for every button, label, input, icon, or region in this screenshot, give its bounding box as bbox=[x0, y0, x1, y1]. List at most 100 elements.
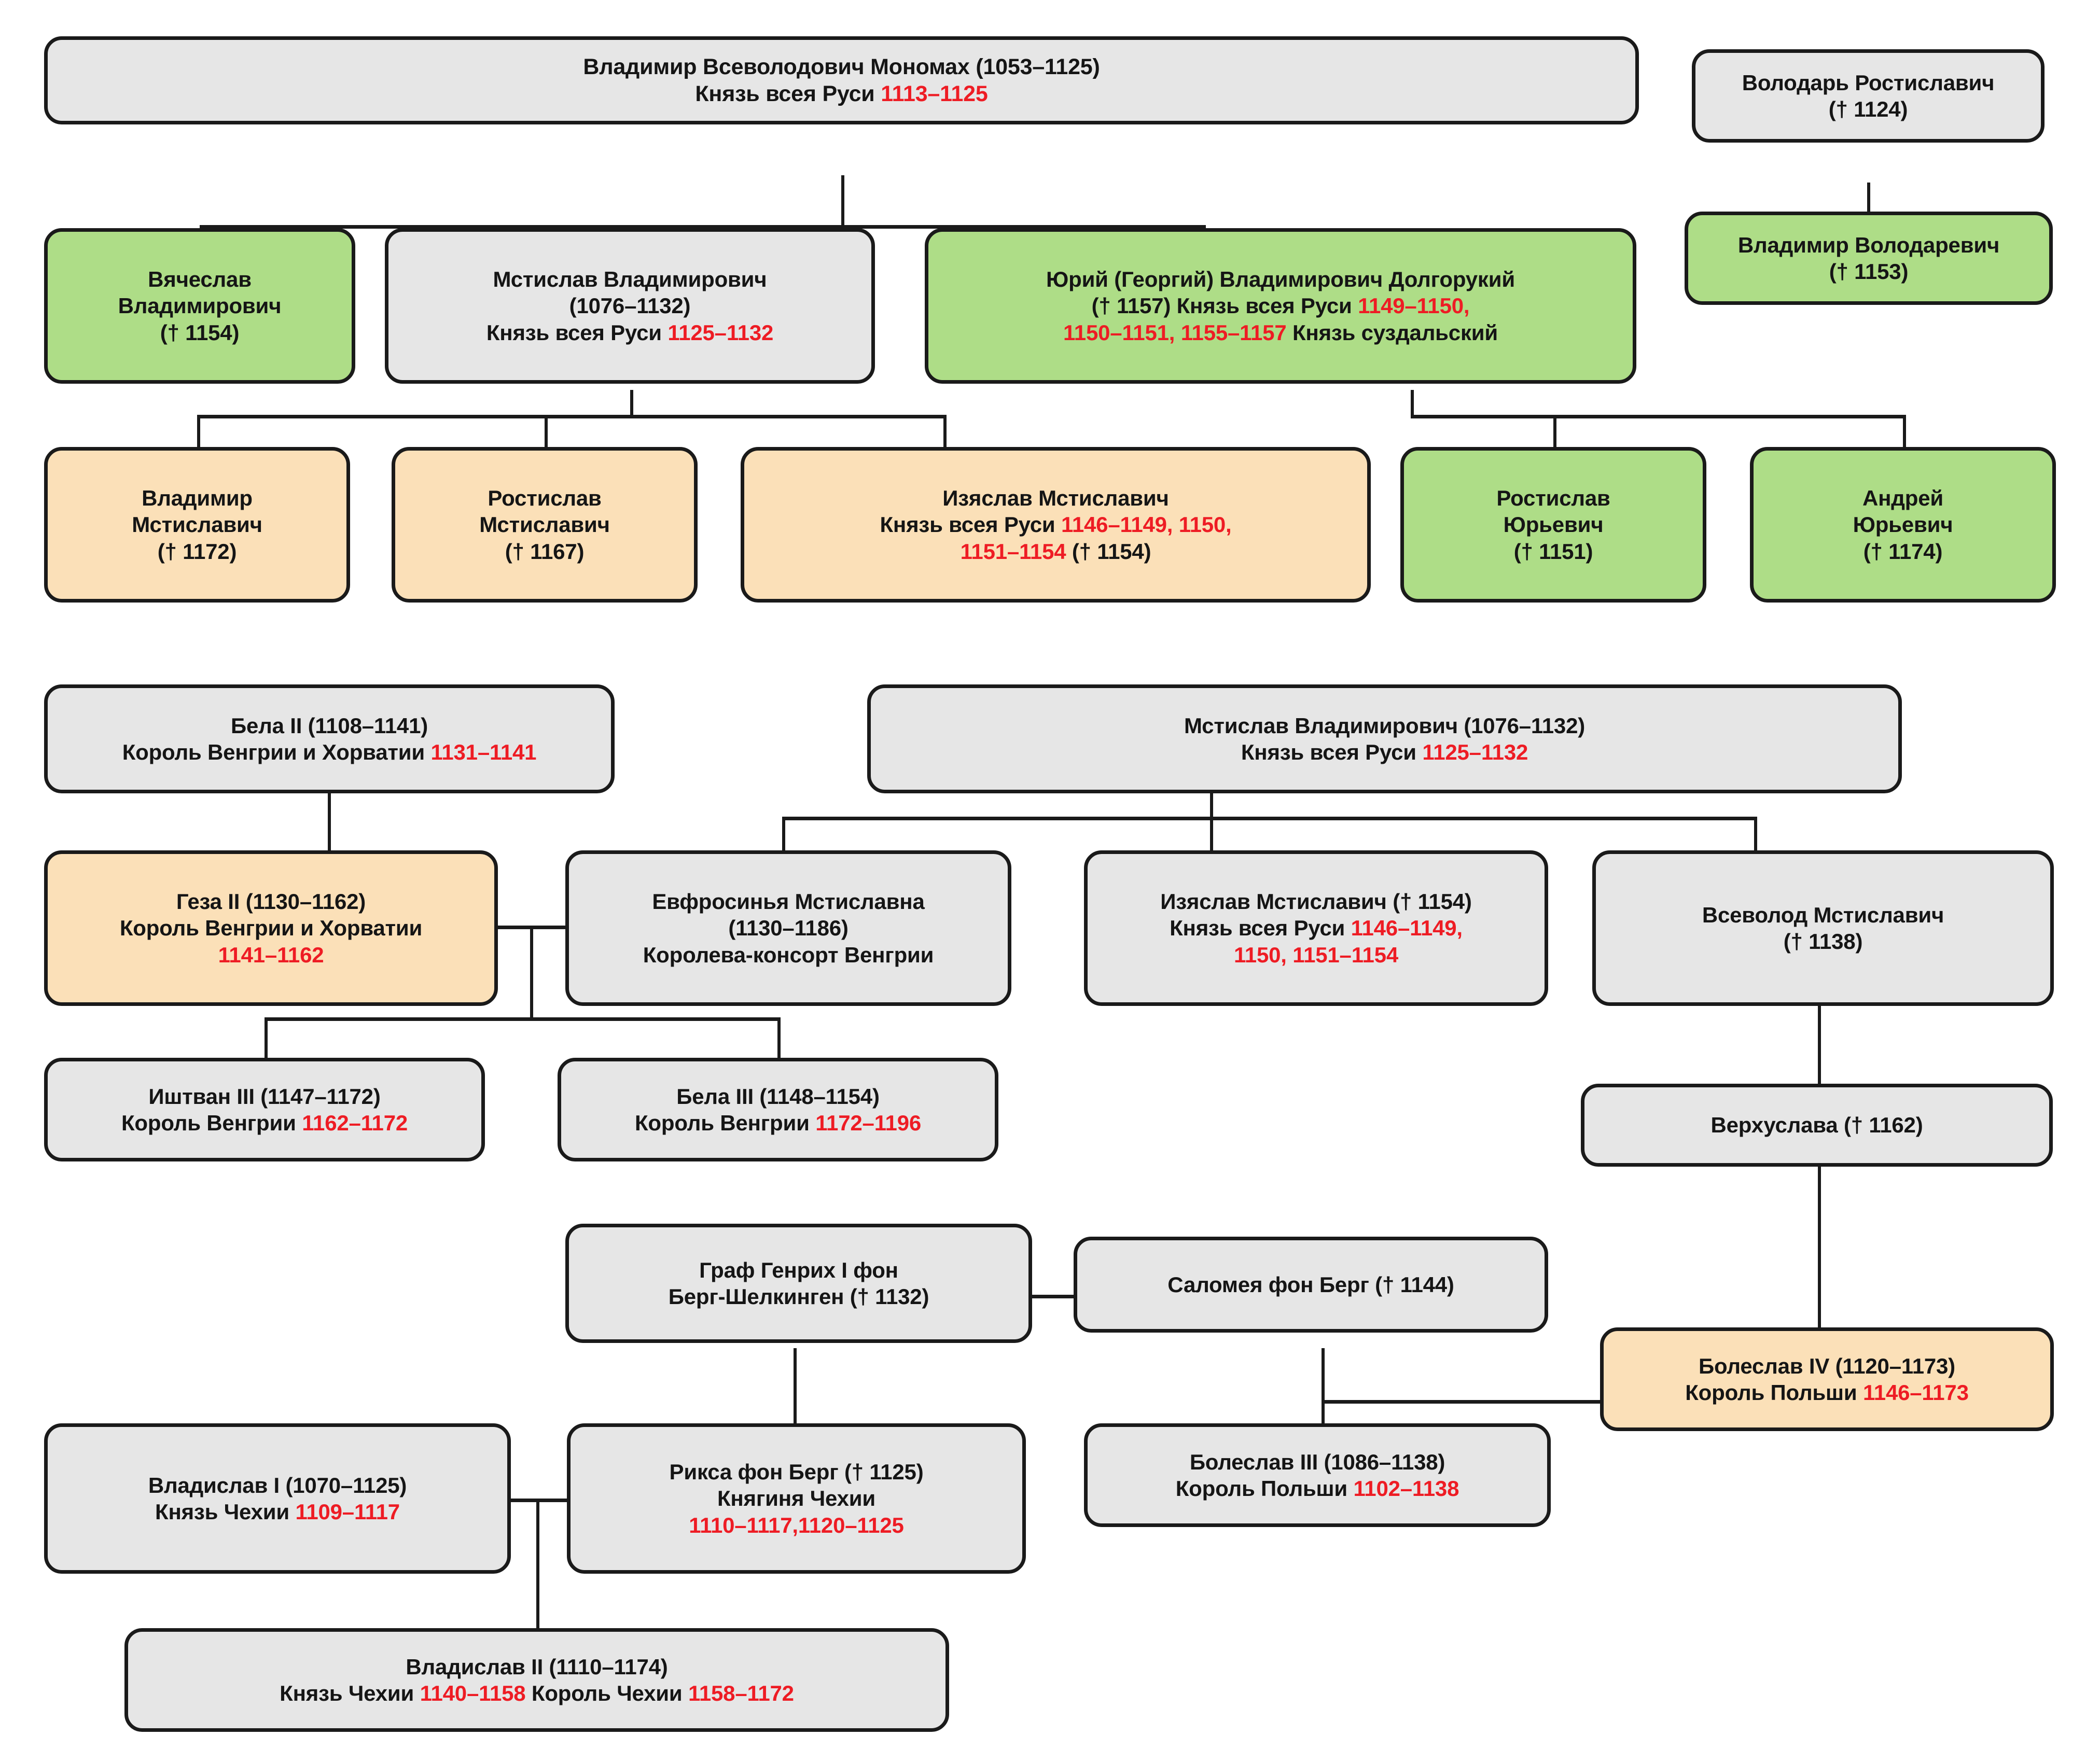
connector-mstislav1-drop-vladimir bbox=[197, 415, 200, 449]
connector-drop-belaiii bbox=[777, 1017, 781, 1058]
node-line: Граф Генрих I фон bbox=[699, 1257, 898, 1282]
connector-salomeya-to-boleslaviii bbox=[1322, 1348, 1325, 1425]
node-line: Мстиславич bbox=[479, 512, 610, 537]
connector-mstislav1-bus bbox=[197, 415, 947, 418]
connector-vsevolod-to-verkhuslava bbox=[1818, 1002, 1821, 1088]
connector-yuri-drop-andrey bbox=[1903, 415, 1906, 449]
node-line: Король Венгрии 1162–1172 bbox=[121, 1111, 408, 1135]
node-line: Володарь Ростиславич bbox=[1742, 70, 1995, 95]
node-izyaslav-mstislavich-1[interactable]: Изяслав Мстиславич Князь всея Руси 1146–… bbox=[741, 447, 1371, 603]
node-ishtvan-iii[interactable]: Иштван III (1147–1172) Король Венгрии 11… bbox=[44, 1058, 485, 1161]
node-line: 1141–1162 bbox=[218, 942, 324, 967]
node-salomeya-fon-berg[interactable]: Саломея фон Берг († 1144) bbox=[1074, 1237, 1548, 1333]
node-boleslav-iii[interactable]: Болеслав III (1086–1138) Король Польши 1… bbox=[1084, 1423, 1551, 1527]
connector-mstislav2-stem bbox=[1210, 792, 1213, 819]
node-line: Владимир bbox=[142, 486, 253, 511]
node-vladislav-i[interactable]: Владислав I (1070–1125) Князь Чехии 1109… bbox=[44, 1423, 511, 1574]
connector-verkhuslava-to-boleslaviv bbox=[1818, 1164, 1821, 1330]
node-line: Саломея фон Берг († 1144) bbox=[1167, 1272, 1454, 1297]
node-line: Княгиня Чехии bbox=[717, 1486, 876, 1511]
connector-geza-children-bus bbox=[265, 1017, 779, 1021]
connector-mstislav1-stem bbox=[630, 390, 633, 417]
connector-yuri-bus bbox=[1411, 415, 1906, 418]
node-bela-ii[interactable]: Бела II (1108–1141) Король Венгрии и Хор… bbox=[44, 684, 615, 793]
node-line: († 1174) bbox=[1863, 539, 1943, 564]
node-line: Мстислав Владимирович (1076–1132) bbox=[1184, 713, 1586, 738]
node-rostislav-mstislavich[interactable]: Ростислав Мстиславич († 1167) bbox=[392, 447, 698, 603]
node-line: Бела II (1108–1141) bbox=[230, 713, 428, 738]
connector-mstislav1-drop-izyaslav bbox=[943, 415, 947, 449]
node-line: Владимирович bbox=[118, 293, 282, 318]
node-line: Владислав II (1110–1174) bbox=[406, 1654, 668, 1679]
connector-mstislav2-drop-evfrosinya bbox=[782, 817, 785, 853]
node-andrey-yurievich[interactable]: Андрей Юрьевич († 1174) bbox=[1750, 447, 2056, 603]
node-rostislav-yurievich[interactable]: Ростислав Юрьевич († 1151) bbox=[1400, 447, 1706, 603]
node-vsevolod-mstislavich[interactable]: Всеволод Мстиславич († 1138) bbox=[1592, 850, 2054, 1006]
node-graf-genrikh-i[interactable]: Граф Генрих I фон Берг-Шелкинген († 1132… bbox=[565, 1224, 1032, 1343]
node-line: Рикса фон Берг († 1125) bbox=[669, 1460, 924, 1485]
node-line: 1150, 1151–1154 bbox=[1233, 942, 1399, 967]
node-vladislav-ii[interactable]: Владислав II (1110–1174) Князь Чехии 114… bbox=[124, 1628, 949, 1732]
node-line: Князь всея Руси 1146–1149, bbox=[1170, 916, 1463, 941]
node-vladimir-mstislavich[interactable]: Владимир Мстиславич († 1172) bbox=[44, 447, 350, 603]
node-bela-iii[interactable]: Бела III (1148–1154) Король Венгрии 1172… bbox=[558, 1058, 998, 1161]
node-boleslav-iv[interactable]: Болеслав IV (1120–1173) Король Польши 11… bbox=[1600, 1327, 2054, 1431]
node-line: Владислав I (1070–1125) bbox=[148, 1473, 407, 1497]
node-line: Король Венгрии и Хорватии 1131–1141 bbox=[122, 740, 537, 764]
connector-to-vladislavii bbox=[536, 1499, 539, 1628]
node-vyacheslav-vladimirovich[interactable]: Вячеслав Владимирович († 1154) bbox=[44, 228, 355, 384]
node-yuri-dolgoruky[interactable]: Юрий (Георгий) Владимирович Долгорукий (… bbox=[925, 228, 1636, 384]
connector-monomakh-bus bbox=[200, 225, 1206, 229]
connector-yuri-stem bbox=[1411, 390, 1414, 417]
node-vladimir-monomakh[interactable]: Владимир Всеволодович Мономах (1053–1125… bbox=[44, 36, 1639, 124]
node-izyaslav-mstislavich-2[interactable]: Изяслав Мстиславич († 1154) Князь всея Р… bbox=[1084, 850, 1548, 1006]
node-line: Верхуслава († 1162) bbox=[1710, 1113, 1923, 1138]
node-line: Всеволод Мстиславич bbox=[1702, 902, 1944, 927]
node-line: (1130–1186) bbox=[728, 916, 849, 941]
connector-drop-ishtvan bbox=[265, 1017, 268, 1058]
node-line: († 1151) bbox=[1513, 539, 1593, 564]
node-line: Изяслав Мстиславич bbox=[942, 486, 1169, 511]
node-evfrosinya-mstislavna[interactable]: Евфросинья Мстиславна (1130–1186) Короле… bbox=[565, 850, 1011, 1006]
node-line: Иштван III (1147–1172) bbox=[148, 1084, 381, 1109]
node-line: 1150–1151, 1155–1157 Князь суздальский bbox=[1063, 320, 1498, 345]
node-line: Изяслав Мстиславич († 1154) bbox=[1160, 889, 1472, 914]
node-line: Князь всея Руси 1113–1125 bbox=[695, 81, 988, 106]
node-line: Бела III (1148–1154) bbox=[676, 1084, 880, 1109]
node-line: Король Венгрии и Хорватии bbox=[119, 916, 423, 941]
node-verkhuslava[interactable]: Верхуслава († 1162) bbox=[1581, 1084, 2053, 1167]
node-line: († 1157) Князь всея Руси 1149–1150, bbox=[1091, 293, 1470, 318]
node-line: Король Венгрии 1172–1196 bbox=[634, 1111, 922, 1135]
node-volodar-rostislavich[interactable]: Володарь Ростиславич († 1124) bbox=[1692, 49, 2045, 143]
node-geza-ii[interactable]: Геза II (1130–1162) Король Венгрии и Хор… bbox=[44, 850, 498, 1006]
node-line: Болеслав IV (1120–1173) bbox=[1699, 1353, 1955, 1378]
connector-mstislav2-drop-vsevolod bbox=[1754, 817, 1757, 853]
node-line: Князь всея Руси 1146–1149, 1150, bbox=[880, 512, 1232, 537]
node-line: Андрей bbox=[1862, 486, 1943, 511]
node-mstislav-vladimirovich-2[interactable]: Мстислав Владимирович (1076–1132) Князь … bbox=[867, 684, 1902, 793]
node-line: Юрьевич bbox=[1503, 512, 1604, 537]
node-line: 1110–1117,1120–1125 bbox=[689, 1513, 904, 1537]
node-line: Король Польши 1146–1173 bbox=[1685, 1380, 1969, 1405]
node-line: Князь всея Руси 1125–1132 bbox=[1241, 740, 1528, 764]
node-line: († 1167) bbox=[505, 539, 585, 564]
node-line: (1076–1132) bbox=[569, 293, 691, 318]
connector-mstislav2-drop-izyaslav bbox=[1210, 817, 1213, 853]
node-line: Ростислав bbox=[488, 486, 602, 511]
node-line: Князь всея Руси 1125–1132 bbox=[486, 320, 774, 345]
node-vladimir-volodarevich[interactable]: Владимир Володаревич († 1153) bbox=[1685, 212, 2053, 305]
node-line: Геза II (1130–1162) bbox=[176, 889, 366, 914]
connector-mstislav2-bus bbox=[782, 817, 1757, 820]
node-line: Юрьевич bbox=[1853, 512, 1953, 537]
node-line: Ростислав bbox=[1496, 486, 1610, 511]
node-line: Берг-Шелкинген († 1132) bbox=[668, 1284, 929, 1309]
node-line: († 1124) bbox=[1828, 97, 1908, 121]
node-mstislav-vladimirovich-1[interactable]: Мстислав Владимирович (1076–1132) Князь … bbox=[385, 228, 875, 384]
node-riksa-fon-berg[interactable]: Рикса фон Берг († 1125) Княгиня Чехии 11… bbox=[567, 1423, 1026, 1574]
node-line: († 1153) bbox=[1829, 259, 1909, 284]
connector-geza-children-stem bbox=[530, 926, 533, 1019]
node-line: Королева-консорт Венгрии bbox=[643, 942, 934, 967]
connector-yuri-drop-rostislav bbox=[1553, 415, 1556, 449]
node-line: Мстиславич bbox=[132, 512, 262, 537]
